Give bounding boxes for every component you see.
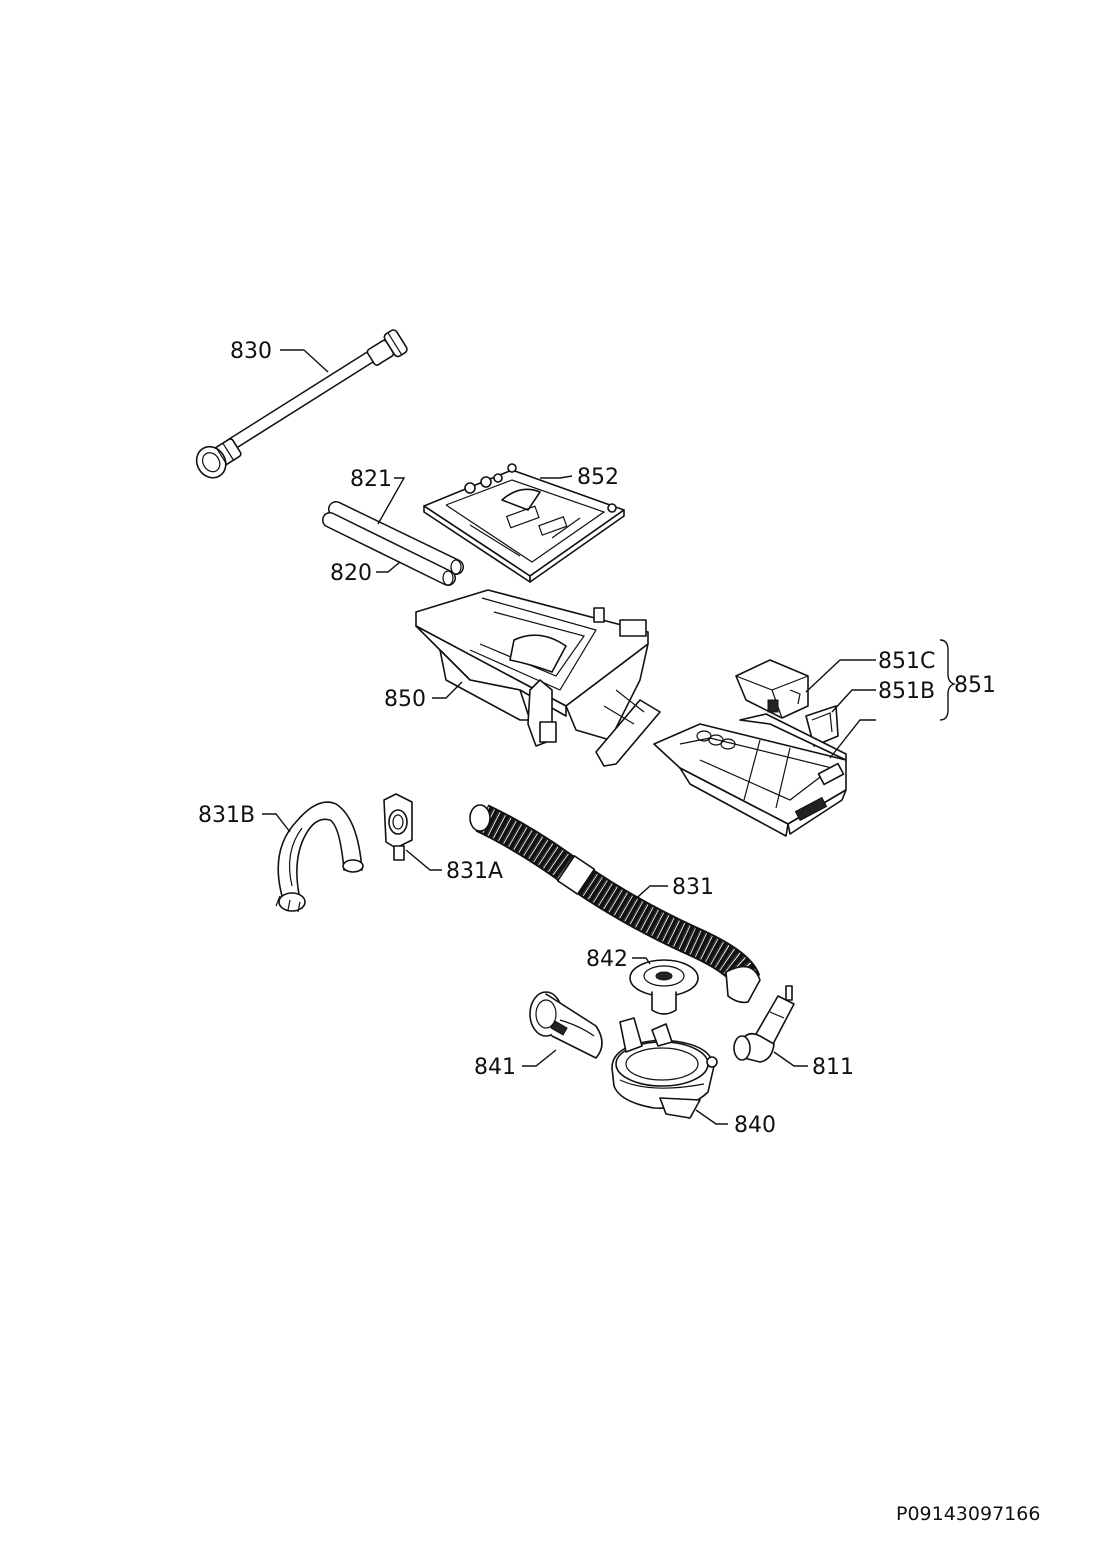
part-831B-hose-guide[interactable] <box>275 801 364 913</box>
leader-851 <box>829 719 876 759</box>
leader-831 <box>629 885 668 905</box>
part-840-pump-housing[interactable] <box>611 1017 718 1119</box>
label-851B: 851B <box>878 679 935 704</box>
diagram-reference-number: P09143097166 <box>896 1503 1040 1525</box>
leader-851B <box>831 689 876 713</box>
part-831A-hose-clamp[interactable] <box>383 793 413 861</box>
brace-851 <box>939 639 957 721</box>
part-851-dispenser-drawer[interactable] <box>653 713 847 837</box>
part-820-821-tubes[interactable] <box>322 501 464 586</box>
label-831A: 831A <box>446 859 503 884</box>
part-842-seal[interactable] <box>629 959 699 1015</box>
label-830: 830 <box>230 339 272 364</box>
label-831B: 831B <box>198 803 255 828</box>
part-852-dispenser-cover[interactable] <box>423 463 625 583</box>
label-841: 841 <box>474 1055 516 1080</box>
label-831: 831 <box>672 875 714 900</box>
label-852: 852 <box>577 465 619 490</box>
part-811-pressure-chamber[interactable] <box>733 985 795 1063</box>
part-830-inlet-hose[interactable] <box>191 328 409 483</box>
leader-841 <box>522 1049 557 1067</box>
leader-850 <box>432 681 463 699</box>
label-842: 842 <box>586 947 628 972</box>
leader-842 <box>632 957 651 965</box>
part-851C-cap[interactable] <box>735 659 809 719</box>
label-851C: 851C <box>878 649 935 674</box>
label-820: 820 <box>330 561 372 586</box>
leader-852 <box>540 475 573 479</box>
label-811: 811 <box>812 1055 854 1080</box>
leader-831B <box>262 813 291 833</box>
leader-851C <box>805 659 876 693</box>
label-850: 850 <box>384 687 426 712</box>
leader-821 <box>377 477 406 525</box>
part-831-drain-hose[interactable] <box>469 804 761 1004</box>
part-841-filter[interactable] <box>529 991 603 1059</box>
leader-831A <box>405 849 442 871</box>
label-840: 840 <box>734 1113 776 1138</box>
part-850-dispenser-housing[interactable] <box>415 589 661 767</box>
label-851: 851 <box>954 673 996 698</box>
leader-830b <box>303 349 329 373</box>
label-821: 821 <box>350 467 392 492</box>
leader-840 <box>695 1109 728 1125</box>
leader-811 <box>773 1051 808 1067</box>
leader-820 <box>376 561 401 573</box>
